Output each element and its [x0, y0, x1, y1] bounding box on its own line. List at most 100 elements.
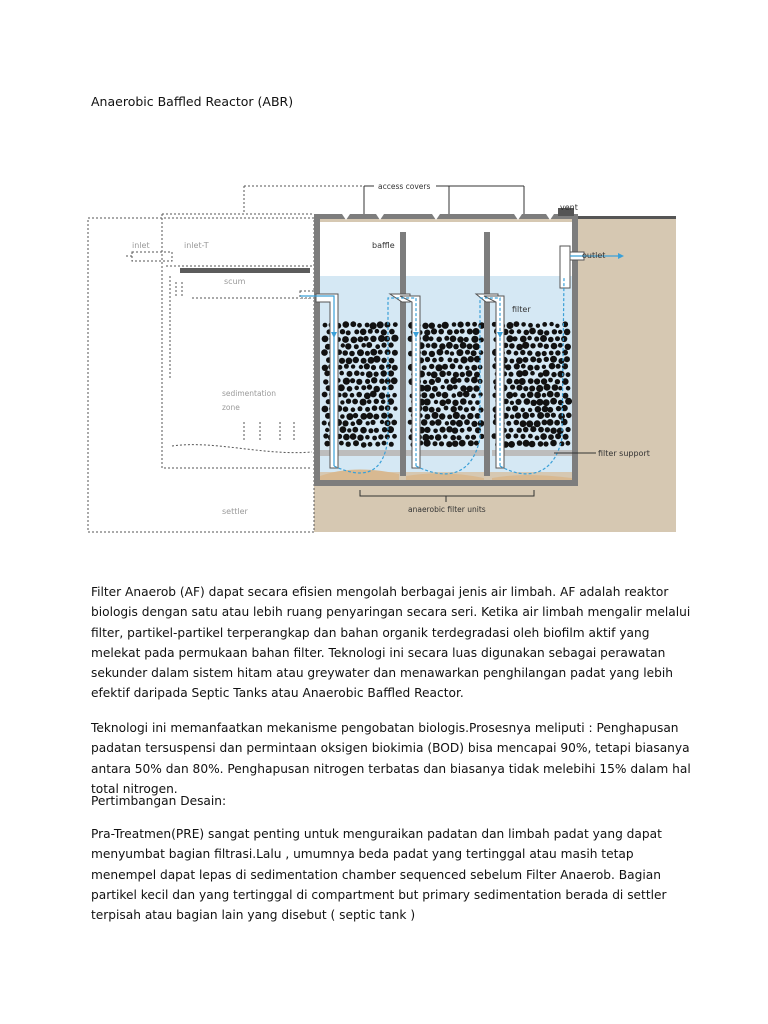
label-filter-support: filter support: [598, 449, 650, 458]
media-pebble: [441, 391, 449, 399]
media-pebble: [449, 335, 457, 343]
media-pebble: [548, 336, 554, 343]
media-pebble: [367, 328, 373, 334]
media-pebble: [520, 363, 526, 369]
media-pebble: [422, 433, 430, 442]
media-pebble: [387, 398, 395, 405]
media-pebble: [321, 420, 327, 426]
media-pebble: [537, 342, 543, 348]
media-pebble: [345, 343, 352, 350]
media-pebble: [353, 344, 359, 350]
media-pebble: [388, 384, 394, 391]
media-pebble: [520, 433, 526, 439]
media-pebble: [459, 371, 465, 378]
media-pebble: [509, 400, 515, 405]
media-pebble: [354, 329, 360, 335]
media-pebble: [509, 358, 515, 364]
media-pebble: [506, 391, 514, 399]
media-pebble: [324, 440, 331, 447]
media-pebble: [555, 405, 562, 412]
media-pebble: [346, 413, 354, 421]
media-pebble: [345, 398, 352, 404]
media-pebble: [369, 322, 377, 330]
media-pebble: [434, 434, 442, 441]
media-pebble: [368, 428, 374, 434]
media-pebble: [555, 323, 560, 328]
media-pebble: [530, 356, 537, 363]
media-pebble: [321, 349, 328, 356]
media-pebble: [373, 355, 381, 363]
media-pebble: [431, 411, 439, 419]
label-sedimentation: sedimentation: [222, 389, 276, 398]
media-pebble: [439, 426, 446, 433]
media-pebble: [424, 426, 431, 433]
media-pebble: [520, 407, 526, 413]
media-pebble: [452, 399, 459, 406]
media-pebble: [513, 363, 520, 370]
media-pebble: [478, 350, 484, 355]
media-pebble: [471, 393, 476, 399]
media-pebble: [465, 321, 471, 327]
media-pebble: [540, 433, 547, 440]
media-pebble: [453, 329, 460, 335]
media-pebble: [428, 350, 436, 358]
media-pebble: [435, 407, 441, 413]
media-pebble: [437, 323, 442, 329]
media-pebble: [457, 336, 464, 343]
sedimentation-arrows: [243, 422, 295, 440]
media-pebble: [381, 357, 387, 363]
media-pebble: [371, 405, 378, 411]
media-pebble: [387, 370, 395, 377]
settler-outline: [87, 185, 369, 533]
media-pebble: [472, 328, 480, 335]
media-pebble: [542, 369, 550, 377]
media-pebble: [534, 435, 540, 441]
media-pebble: [346, 370, 353, 377]
media-pebble: [342, 350, 349, 356]
media-pebble: [470, 434, 477, 440]
media-pebble: [563, 328, 571, 336]
label-scum: scum: [224, 277, 246, 286]
media-pebble: [393, 406, 398, 411]
media-pebble: [473, 440, 479, 446]
media-pebble: [352, 356, 359, 364]
media-pebble: [544, 330, 550, 336]
media-pebble: [379, 378, 385, 384]
media-pebble: [321, 391, 328, 398]
tank-walls: [314, 214, 578, 486]
media-pebble: [456, 349, 464, 357]
media-pebble: [548, 434, 554, 440]
media-pebble: [519, 420, 527, 428]
media-pebble: [391, 364, 398, 371]
media-pebble: [384, 321, 391, 328]
media-pebble: [465, 434, 470, 440]
media-pebble: [537, 412, 545, 419]
media-pebble: [388, 441, 394, 447]
media-pebble: [352, 398, 358, 405]
media-pebble: [534, 406, 542, 413]
media-pebble: [391, 419, 398, 426]
media-pebble: [373, 371, 379, 377]
tank-air: [320, 222, 576, 276]
media-pebble: [451, 393, 457, 398]
media-pebble: [550, 412, 556, 418]
media-pebble: [387, 426, 394, 434]
media-pebble: [533, 420, 541, 428]
media-pebble: [550, 427, 557, 434]
media-pebble: [530, 426, 537, 433]
media-pebble: [381, 412, 388, 419]
media-pebble: [530, 370, 535, 376]
media-pebble: [542, 399, 550, 407]
media-pebble: [550, 355, 557, 363]
media-pebble: [392, 322, 398, 327]
media-pebble: [540, 378, 548, 385]
media-pebble: [421, 350, 428, 356]
media-pebble: [459, 328, 465, 334]
media-pebble: [535, 323, 541, 328]
media-pebble: [378, 392, 386, 399]
media-pebble: [464, 349, 471, 355]
media-pebble: [467, 356, 474, 363]
media-pebble: [370, 335, 377, 342]
media-pebble: [562, 378, 569, 385]
media-pebble: [526, 420, 534, 428]
